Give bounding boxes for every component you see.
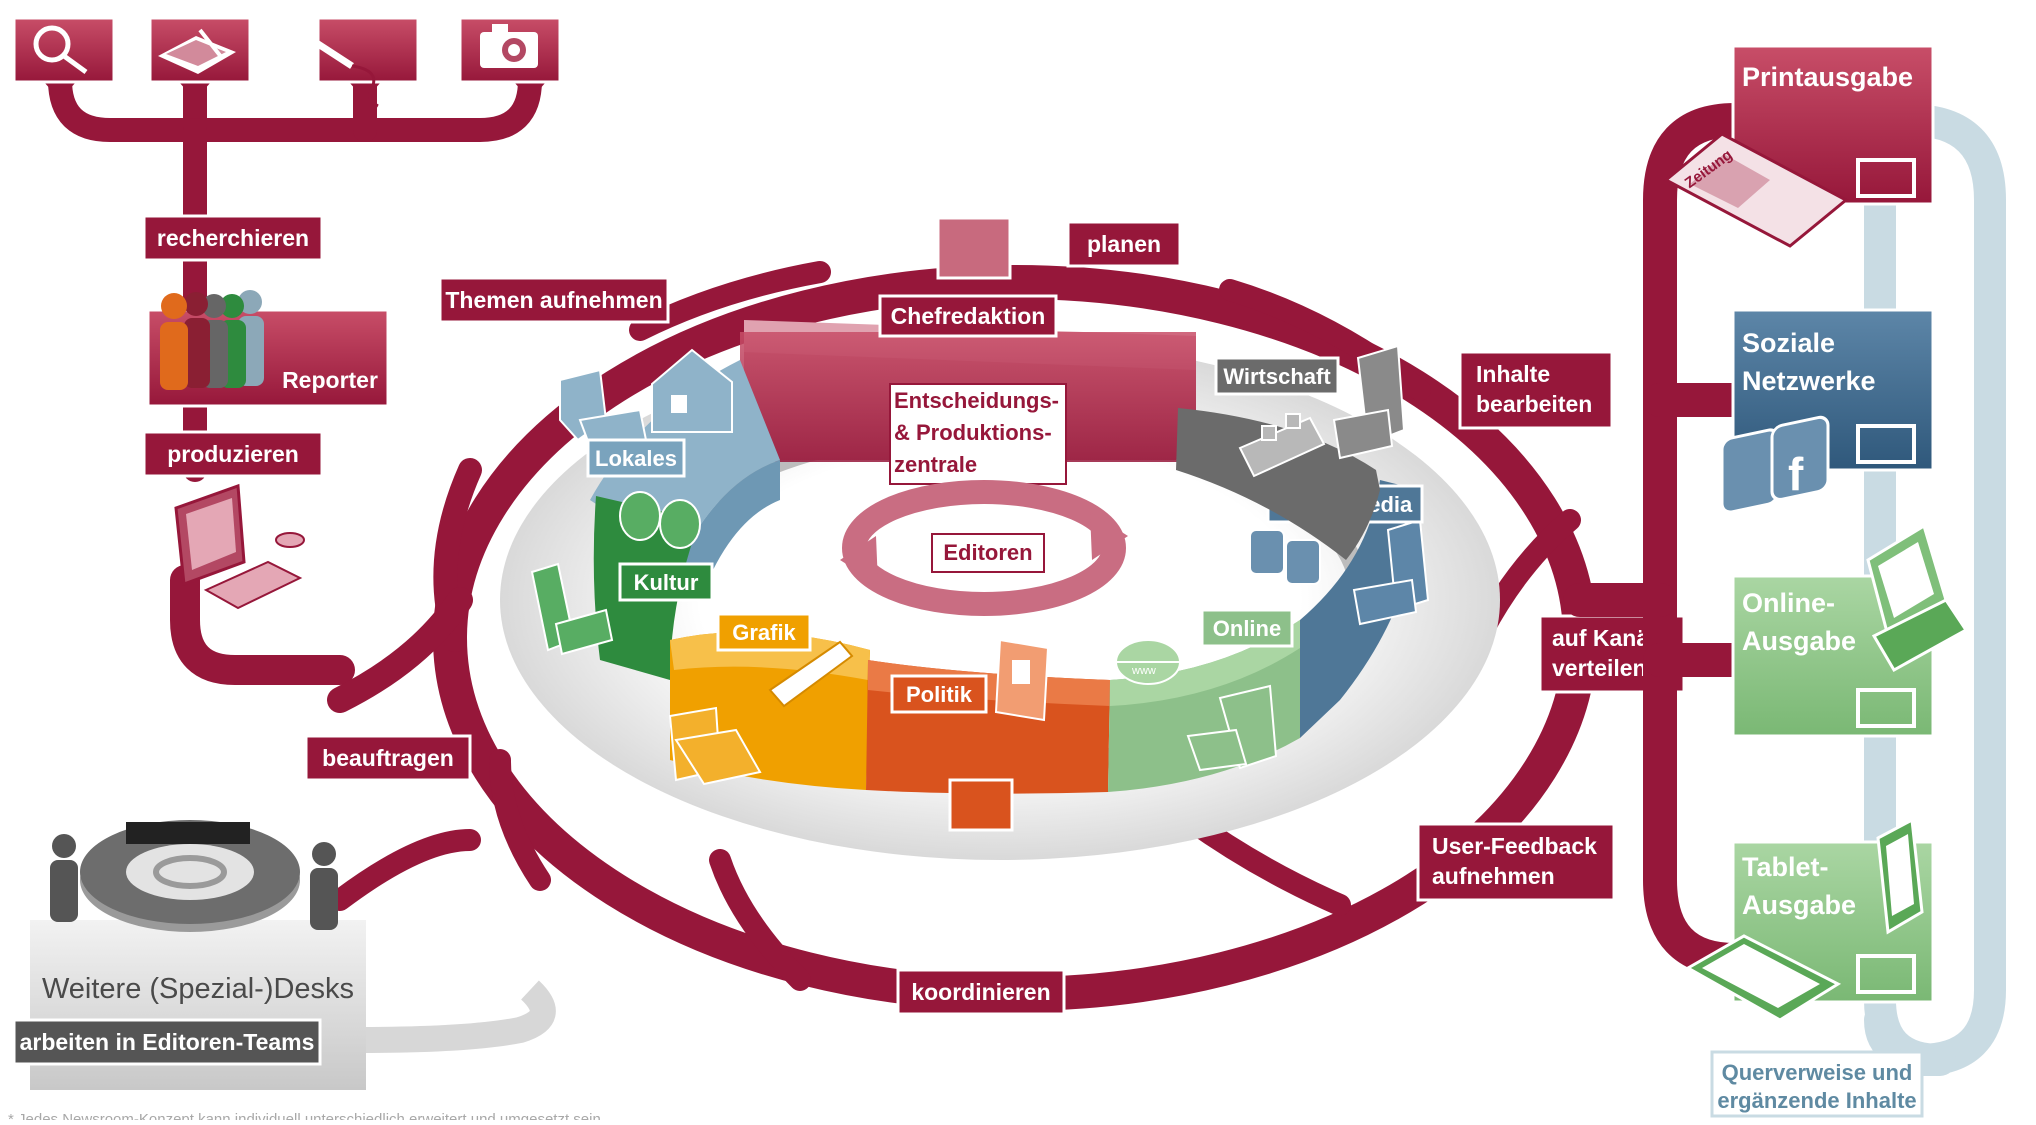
armchair-icon [1352,518,1430,626]
armchair-icon [1332,344,1406,460]
channel-distribution-pipe [1563,103,1752,977]
conveyor-icon [1238,413,1326,478]
house-icon [651,348,733,433]
theater-masks-icon [619,491,701,549]
globe-www-icon: www [1115,639,1181,685]
svg-text:Kultur: Kultur [634,570,699,595]
svg-text:Netzwerke: Netzwerke [1742,366,1876,396]
svg-text:recherchieren: recherchieren [157,225,309,251]
svg-text:Wirtschaft: Wirtschaft [1223,364,1331,389]
special-desks-panel: Weitere (Spezial-)Desks arbeiten in Edit… [12,820,556,1090]
svg-text:beauftragen: beauftragen [322,745,454,771]
label-querverweise: Querverweise und ergänzende Inhalte [1710,1050,1924,1118]
label-recherchieren: recherchieren [142,214,324,262]
label-planen: planen [1066,220,1182,268]
svg-text:planen: planen [1087,231,1161,257]
chair-icon [668,706,762,786]
chair-icon [530,562,614,656]
channel-soziale-netzwerke: Soziale Netzwerke f [1720,308,1935,514]
channel-tablet-ausgabe: Tablet- Ausgabe [1684,817,1935,1022]
svg-text:Weitere (Spezial-)Desks: Weitere (Spezial-)Desks [42,973,354,1005]
svg-text:User-Feedback: User-Feedback [1432,833,1597,859]
label-themen-aufnehmen: Themen aufnehmen [438,276,670,324]
svg-text:verteilen: verteilen [1552,655,1647,681]
tool-box-notepad [148,16,252,84]
svg-text:Entscheidungs-: Entscheidungs- [894,388,1059,413]
svg-text:& Produktions-: & Produktions- [894,420,1052,445]
mini-desk-ring-icon [80,820,300,932]
pencil-icon [768,640,854,708]
desk-kultur: Kultur [530,491,714,680]
camera-icon [480,24,538,68]
desk-wirtschaft: Wirtschaft [1176,344,1406,560]
label-beauftragen: beauftragen [304,734,472,782]
svg-text:koordinieren: koordinieren [911,979,1050,1005]
svg-text:Reporter: Reporter [282,367,378,393]
reporter-box: Reporter [146,290,390,408]
svg-text:Chefredaktion: Chefredaktion [891,303,1046,329]
desk-online: www Online [1108,608,1300,792]
svg-text:Editoren: Editoren [943,540,1032,565]
svg-text:Querverweise und: Querverweise und [1722,1060,1913,1085]
newspaper-icon: Zeitung [1663,132,1849,248]
tool-box-microphone [295,16,420,108]
svg-text:aufnehmen: aufnehmen [1432,863,1555,889]
footnote: * Jedes Newsroom-Konzept kann individuel… [8,1111,601,1120]
svg-text:ergänzende Inhalte: ergänzende Inhalte [1717,1088,1916,1113]
svg-text:Lokales: Lokales [595,446,677,471]
svg-text:Grafik: Grafik [732,620,796,645]
twitter-facebook-icons [1249,529,1321,585]
svg-text:Online-: Online- [1742,588,1835,618]
channel-printausgabe: Printausgabe Zeitung [1663,44,1935,248]
svg-text:Inhalte: Inhalte [1476,361,1550,387]
svg-text:arbeiten in Editoren-Teams: arbeiten in Editoren-Teams [20,1029,315,1055]
svg-text:Ausgabe: Ausgabe [1742,890,1856,920]
entscheidungszentrale-box: Entscheidungs- & Produktions- zentrale [889,383,1067,485]
svg-text:bearbeiten: bearbeiten [1476,391,1592,417]
svg-text:zentrale: zentrale [894,452,977,477]
light-blue-loop [1864,104,2006,1076]
editoren-cycle: Editoren [840,480,1128,616]
label-produzieren: produzieren [142,430,324,478]
law-book-icon [994,638,1050,722]
svg-text:produzieren: produzieren [167,441,299,467]
svg-text:Themen aufnehmen: Themen aufnehmen [445,287,662,313]
svg-text:Printausgabe: Printausgabe [1742,62,1913,92]
channel-online-ausgabe: Online- Ausgabe [1731,523,1969,738]
svg-text:f: f [1788,448,1804,500]
laptop-icon [1866,523,1969,673]
svg-text:Soziale: Soziale [1742,328,1835,358]
svg-text:Ausgabe: Ausgabe [1742,626,1856,656]
computer-icon [174,483,305,610]
reporters-group-icon [160,290,264,390]
tablet-icon [1684,817,1924,1022]
label-inhalte-bearbeiten: Inhalte bearbeiten [1458,350,1614,430]
svg-text:www: www [1131,665,1156,677]
desk-politik: Politik [866,638,1110,832]
social-network-icon: f [1720,415,1830,514]
svg-text:Tablet-: Tablet- [1742,852,1829,882]
label-user-feedback: User-Feedback aufnehmen [1416,822,1616,902]
chair-icon [1186,684,1278,772]
person-icon [50,834,338,930]
microphone-icon [295,21,379,108]
label-koordinieren: koordinieren [896,968,1066,1016]
tool-box-camera [458,16,562,84]
svg-text:Online: Online [1213,616,1281,641]
magnifier-icon [33,25,88,75]
tool-arrows [44,82,546,100]
desk-grafik: Grafik [668,612,870,790]
svg-text:Politik: Politik [906,682,973,707]
tool-box-magnifier [12,16,116,84]
notepad-icon [158,28,236,74]
